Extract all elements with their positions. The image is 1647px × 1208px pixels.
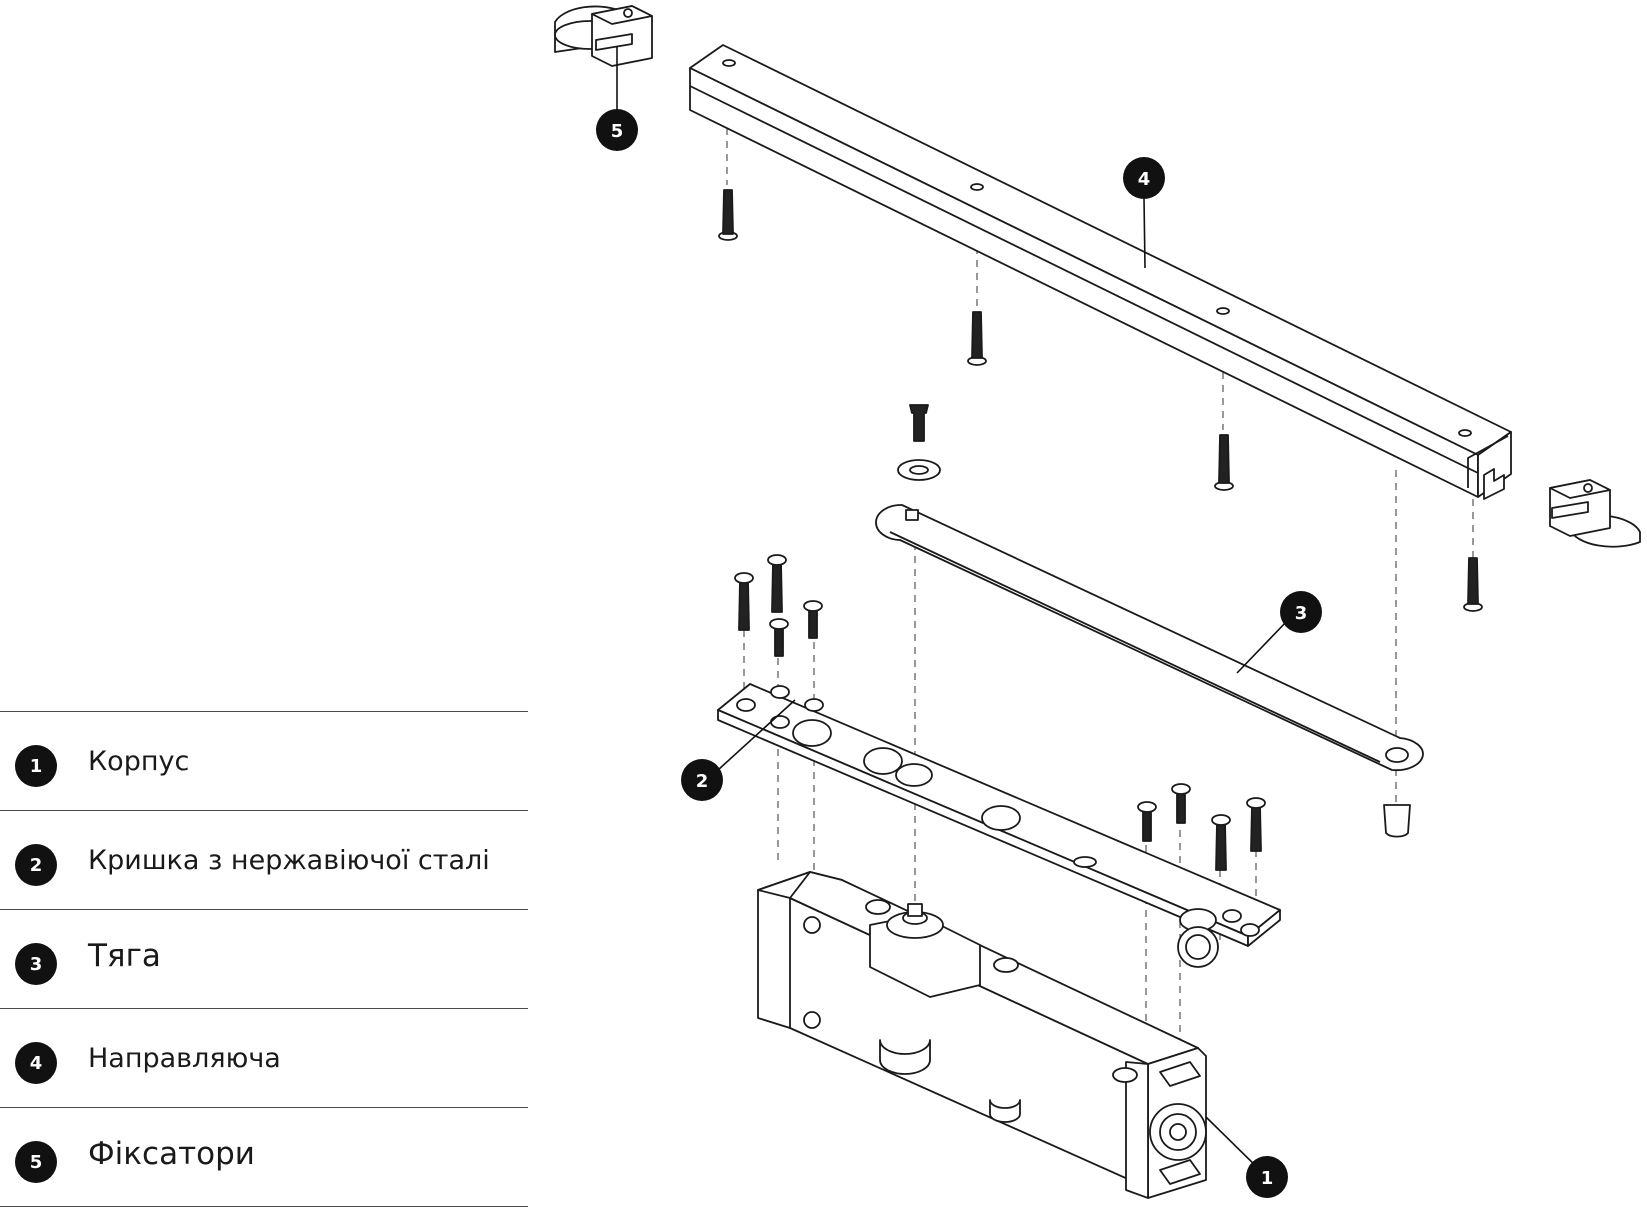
legend-label: Фіксатори <box>88 1136 255 1172</box>
callout-2: 2 <box>681 759 723 801</box>
svg-text:5: 5 <box>611 121 624 142</box>
legend-item-link-arm: 3 Тяга <box>0 909 528 1008</box>
callout-5: 5 <box>596 109 638 151</box>
legend-number: 2 <box>15 844 57 886</box>
legend-label: Кришка з нержавіючої сталі <box>88 845 490 876</box>
legend-item-body: 1 Корпус <box>0 711 528 810</box>
rail-screws <box>718 189 1483 612</box>
legend-item-guide-rail: 4 Направляюча <box>0 1008 528 1107</box>
callout-1: 1 <box>1246 1156 1288 1198</box>
callout-3: 3 <box>1280 591 1322 633</box>
svg-text:4: 4 <box>1138 169 1151 190</box>
legend-item-clips: 5 Фіксатори <box>0 1107 528 1207</box>
legend-item-cover: 2 Кришка з нержавіючої сталі <box>0 810 528 909</box>
legend-number: 1 <box>15 745 57 787</box>
cover-plate <box>717 683 1281 947</box>
cover-screws <box>734 554 1266 871</box>
end-clip-left <box>554 5 653 67</box>
end-clip-right <box>1549 479 1641 548</box>
link-arm <box>875 404 1424 838</box>
parts-legend: 1 Корпус 2 Кришка з нержавіючої сталі 3 … <box>0 711 528 1207</box>
svg-text:2: 2 <box>696 771 709 792</box>
svg-text:1: 1 <box>1261 1168 1274 1189</box>
closer-body <box>757 871 1219 1199</box>
legend-label: Направляюча <box>88 1043 281 1074</box>
legend-label: Корпус <box>88 746 190 777</box>
legend-number: 5 <box>15 1141 57 1183</box>
legend-label: Тяга <box>88 938 161 974</box>
guide-rail <box>689 44 1512 500</box>
svg-text:3: 3 <box>1295 603 1308 624</box>
legend-number: 4 <box>15 1042 57 1084</box>
callout-4: 4 <box>1123 157 1165 199</box>
legend-number: 3 <box>15 943 57 985</box>
